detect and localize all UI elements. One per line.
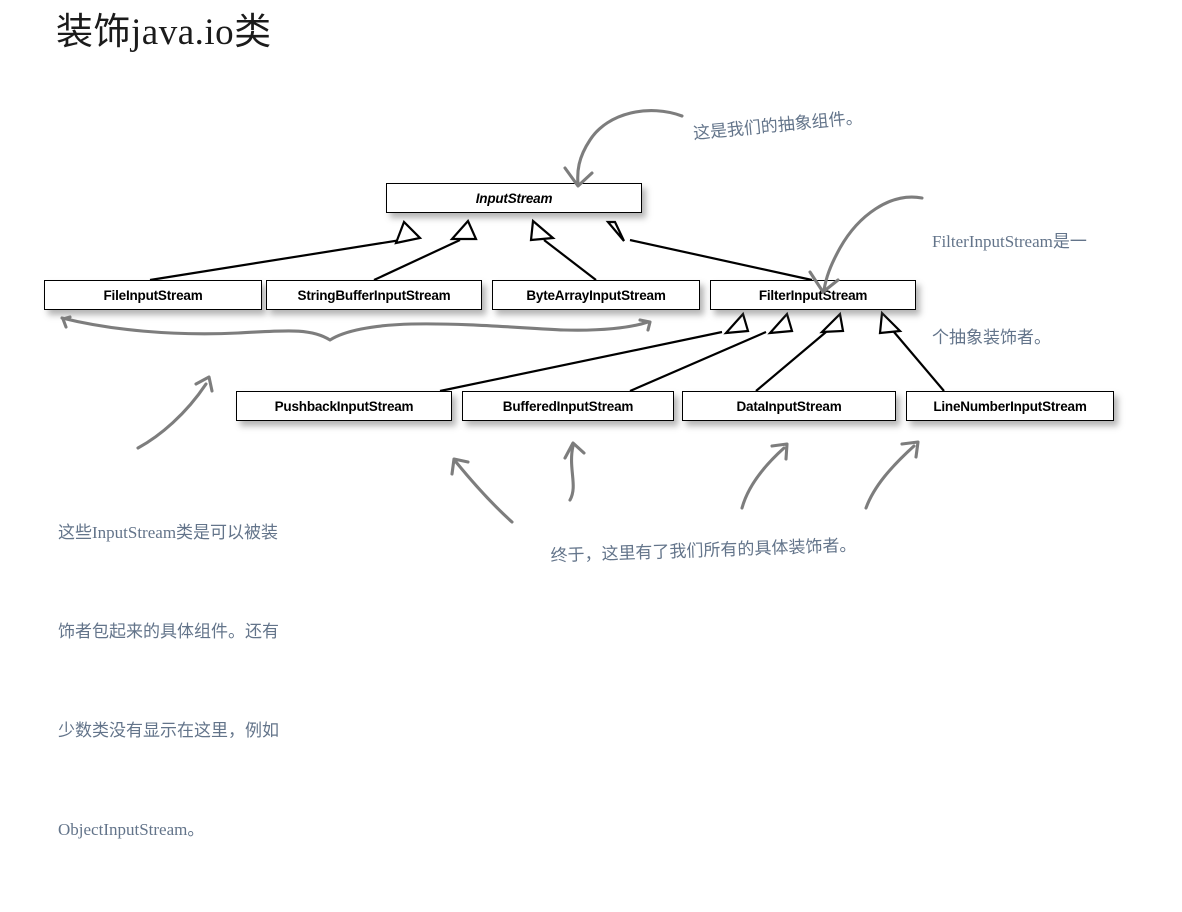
inheritance-arrow-datainputstream	[755, 311, 845, 392]
inheritance-arrow-stringbufferinputstream	[373, 218, 478, 281]
uml-box-stringbufferinputstream[interactable]: StringBufferInputStream	[266, 280, 482, 310]
annotation-arrow-concrete-components	[136, 375, 214, 450]
annotation-abstract-component: 这是我们的抽象组件。	[672, 73, 867, 181]
annotation-arrow-decorator-2	[563, 441, 586, 502]
annotation-filter-decorator-line2: 个抽象装饰者。	[932, 328, 1051, 347]
page-title: 装饰java.io类	[56, 12, 272, 53]
uml-label-fileinputstream: FileInputStream	[103, 287, 203, 303]
annotation-abstract-component-text: 这是我们的抽象组件。	[692, 107, 864, 144]
uml-label-datainputstream: DataInputStream	[736, 398, 842, 414]
annotation-concrete-components-line2: 饰者包起来的具体组件。还有	[58, 622, 279, 641]
annotation-concrete-components: 这些InputStream类是可以被装 饰者包起来的具体组件。还有 少数类没有显…	[58, 450, 279, 912]
uml-box-bufferedinputstream[interactable]: BufferedInputStream	[462, 391, 674, 421]
inheritance-arrow-pushbackinputstream	[439, 311, 750, 393]
annotation-arrow-layer	[60, 109, 924, 524]
inheritance-arrow-fileinputstream	[149, 220, 423, 282]
uml-box-bytearrayinputstream[interactable]: ByteArrayInputStream	[492, 280, 700, 310]
annotation-brace-concrete-components	[60, 315, 652, 342]
uml-box-pushbackinputstream[interactable]: PushbackInputStream	[236, 391, 452, 421]
inheritance-arrow-linenumberinputstream	[878, 310, 945, 392]
uml-label-pushbackinputstream: PushbackInputStream	[274, 398, 414, 414]
annotation-arrow-abstract-component	[563, 109, 684, 188]
inheritance-arrow-bytearrayinputstream	[529, 218, 597, 281]
annotation-filter-decorator: FilterInputStream是一 个抽象装饰者。	[932, 162, 1087, 418]
uml-box-inputstream[interactable]: InputStream	[386, 183, 642, 213]
annotation-concrete-decorators-text: 终于，这里有了我们所有的具体装饰者。	[550, 535, 857, 566]
annotation-concrete-components-line3: 少数类没有显示在这里，例如	[58, 721, 279, 740]
uml-label-filterinputstream: FilterInputStream	[758, 287, 868, 303]
inheritance-arrow-filterinputstream	[605, 220, 813, 282]
annotation-filter-decorator-line1: FilterInputStream是一	[932, 232, 1087, 251]
annotation-concrete-components-line4: ObjectInputStream。	[58, 820, 205, 839]
uml-box-fileinputstream[interactable]: FileInputStream	[44, 280, 262, 310]
annotation-arrow-decorator-4	[864, 440, 920, 510]
annotation-arrow-decorator-3	[740, 442, 789, 510]
uml-label-stringbufferinputstream: StringBufferInputStream	[297, 287, 451, 303]
uml-box-datainputstream[interactable]: DataInputStream	[682, 391, 896, 421]
inheritance-arrow-bufferedinputstream	[629, 311, 794, 393]
annotation-arrow-decorator-1	[450, 457, 514, 524]
uml-box-linenumberinputstream[interactable]: LineNumberInputStream	[906, 391, 1114, 421]
uml-label-inputstream: InputStream	[475, 190, 553, 206]
uml-label-bytearrayinputstream: ByteArrayInputStream	[526, 287, 666, 303]
annotation-concrete-components-line1: 这些InputStream类是可以被装	[58, 523, 279, 542]
uml-label-bufferedinputstream: BufferedInputStream	[502, 398, 634, 414]
uml-inheritance-arrow-layer	[149, 218, 945, 393]
diagram-canvas: 装饰java.io类	[44, 12, 1114, 839]
annotation-concrete-decorators: 终于，这里有了我们所有的具体装饰者。	[532, 501, 858, 602]
uml-box-filterinputstream[interactable]: FilterInputStream	[710, 280, 916, 310]
annotation-arrow-filter-decorator	[808, 195, 924, 294]
uml-label-linenumberinputstream: LineNumberInputStream	[933, 398, 1087, 414]
